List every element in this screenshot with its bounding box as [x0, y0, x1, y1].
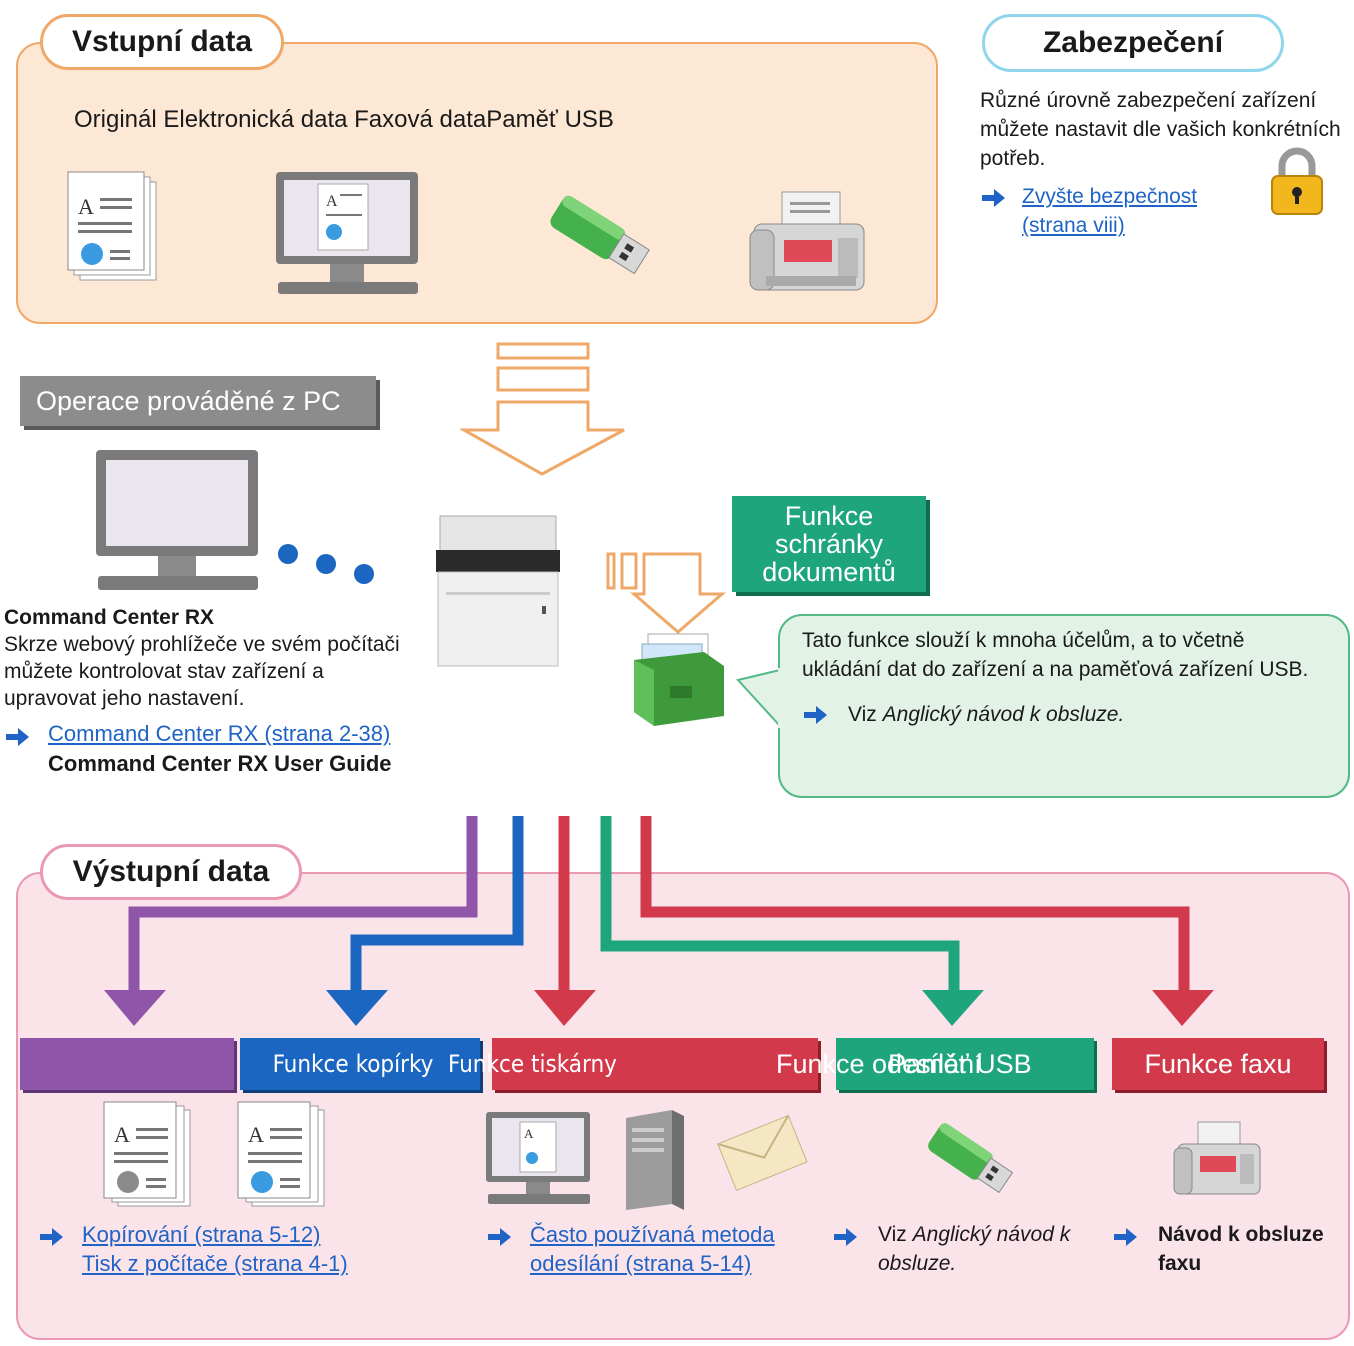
- fax-function-band: Funkce faxu: [1112, 1038, 1324, 1090]
- computer-electronic-data-icon: A: [276, 172, 418, 294]
- document-box-icon: [634, 633, 724, 726]
- output-data-title: Výstupní data: [40, 844, 302, 900]
- security-link-line1[interactable]: Zvyšte bezpečnost: [1022, 185, 1198, 208]
- input-sources-label: Originál Elektronická data Faxová dataPa…: [74, 106, 614, 133]
- usb-reference-prefix: Viz: [878, 1223, 913, 1246]
- usb-function-band: [836, 1038, 1094, 1090]
- command-center-text: Skrze webový prohlížeče ve svém počítači…: [4, 633, 400, 710]
- send-link-line2[interactable]: odesílání (strana 5-14): [530, 1251, 752, 1276]
- usb-reference-title: Anglický návod k obsluze.: [878, 1223, 1071, 1275]
- document-box-tab: Funkce schránky dokumentů: [732, 496, 926, 592]
- print-function-label: Funkce tiskárny: [448, 1050, 617, 1078]
- document-box-text: Tato funkce slouží k mnoha účelům, a to …: [802, 629, 1309, 681]
- print-link[interactable]: Tisk z počítače (strana 4-1): [82, 1251, 348, 1276]
- pc-monitor-icon: [96, 450, 258, 590]
- email-envelope-icon: [717, 1114, 808, 1191]
- svg-text:A: A: [78, 194, 94, 219]
- fax-machine-icon: [749, 191, 865, 291]
- connection-dots-icon: [278, 544, 374, 584]
- command-center-section: Command Center RX Skrze webový prohlížeč…: [4, 604, 424, 712]
- arrow-right-icon: [1114, 1228, 1137, 1246]
- usb-output-icon: [928, 1123, 1014, 1194]
- original-document-icon: A: [67, 171, 157, 281]
- usb-reference: Viz Anglický návod k obsluze.: [878, 1220, 1096, 1278]
- command-center-heading: Command Center RX: [4, 606, 215, 629]
- security-link-line2[interactable]: (strana viii): [1022, 214, 1125, 237]
- bubble-pointer: [736, 668, 782, 728]
- document-box-ref-title: Anglický návod k obsluze.: [882, 703, 1125, 726]
- command-center-link[interactable]: Command Center RX (strana 2-38): [48, 721, 391, 746]
- usb-memory-icon: [550, 195, 650, 275]
- print-output-document-icon: A: [237, 1101, 325, 1207]
- svg-text:A: A: [114, 1122, 130, 1147]
- copy-output-document-icon: A: [103, 1101, 191, 1207]
- svg-text:A: A: [326, 193, 338, 210]
- copy-link[interactable]: Kopírování (strana 5-12): [82, 1222, 321, 1247]
- send-link-line1[interactable]: Často používaná metoda: [530, 1222, 775, 1247]
- send-function-band: [492, 1038, 818, 1090]
- fax-guide: Návod k obsluze faxu: [1158, 1223, 1324, 1275]
- svg-text:A: A: [524, 1126, 534, 1141]
- server-icon: [626, 1110, 684, 1210]
- document-box-ref: Viz Anglický návod k obsluze.: [848, 700, 1124, 729]
- arrow-right-icon: [488, 1228, 511, 1246]
- send-computer-icon: A: [486, 1112, 590, 1204]
- padlock-icon: [1271, 147, 1323, 215]
- fax-output-icon: [1173, 1121, 1261, 1195]
- document-box-flow-arrow: [606, 552, 727, 634]
- arrow-right-icon: [40, 1228, 63, 1246]
- command-center-guide: Command Center RX User Guide: [48, 751, 392, 776]
- security-description: Různé úrovně zabezpečení zařízení můžete…: [980, 86, 1350, 173]
- copy-function-label: Funkce kopírky: [272, 1050, 434, 1078]
- svg-text:A: A: [248, 1122, 264, 1147]
- usb-function-label: Paměť USB: [888, 1048, 1032, 1079]
- arrow-right-icon: [982, 189, 1005, 207]
- security-link[interactable]: Zvyšte bezpečnost (strana viii): [1022, 182, 1197, 240]
- input-flow-arrow: [460, 342, 625, 476]
- security-title: Zabezpečení: [982, 14, 1284, 72]
- pc-operations-tab: Operace prováděné z PC: [20, 376, 376, 426]
- fax-function-label: Funkce faxu: [1144, 1048, 1292, 1079]
- security-text: Různé úrovně zabezpečení zařízení můžete…: [980, 89, 1341, 170]
- document-box-bubble: Tato funkce slouží k mnoha účelům, a to …: [778, 614, 1350, 798]
- send-link[interactable]: Často používaná metoda odesílání (strana…: [530, 1220, 775, 1278]
- input-data-title: Vstupní data: [40, 14, 284, 70]
- output-flow-lines: [104, 816, 1214, 1026]
- arrow-right-icon: [6, 728, 29, 746]
- copy-function-band: [20, 1038, 234, 1090]
- document-box-ref-prefix: Viz: [848, 703, 883, 726]
- arrow-right-icon: [834, 1228, 857, 1246]
- arrow-right-icon: [804, 705, 827, 724]
- send-function-label: Funkce odesílání: [776, 1048, 982, 1079]
- print-function-band: [240, 1038, 480, 1090]
- multifunction-printer-icon: [436, 515, 560, 667]
